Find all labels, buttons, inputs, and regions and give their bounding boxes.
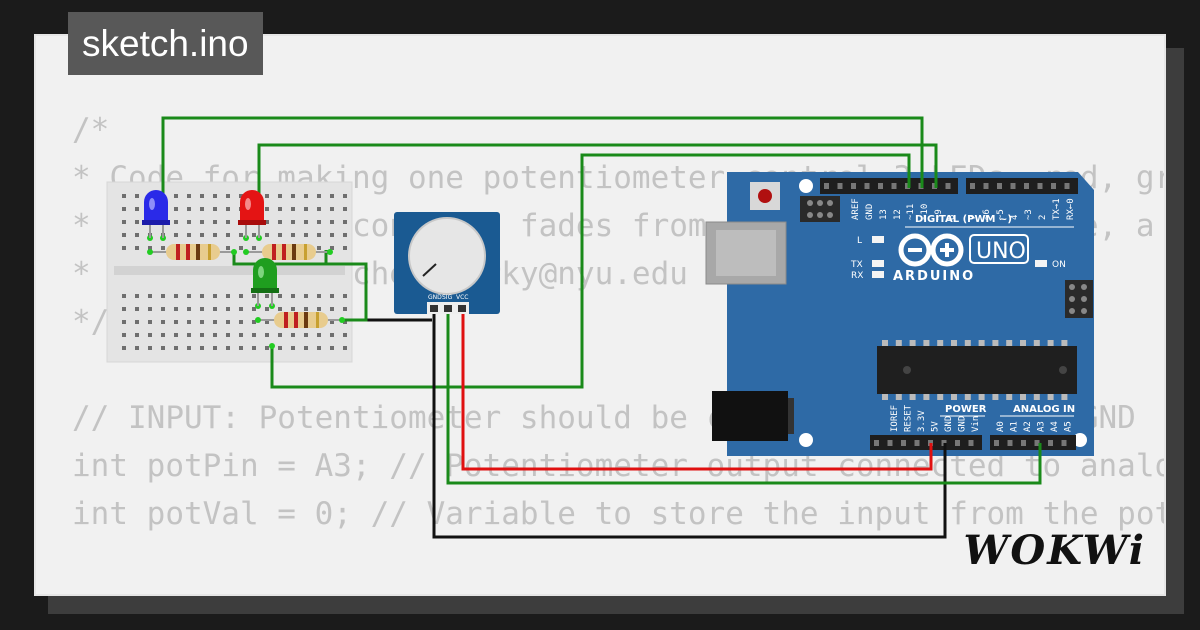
uno-badge <box>969 234 1029 264</box>
wire-bb-jumper-2 <box>326 262 368 322</box>
analog-header <box>990 435 1076 450</box>
led-tx <box>872 260 884 267</box>
led-rx-label: RX <box>851 271 863 281</box>
digital-pin-label: GND <box>865 204 875 220</box>
mount-hole <box>799 433 813 447</box>
analog-label: ANALOG IN <box>1013 404 1075 415</box>
wire-red-led-to-pin9 <box>257 143 938 210</box>
dc-power-jack <box>712 391 788 441</box>
breadboard[interactable] <box>106 181 353 363</box>
wire-bb-jumper-1 <box>232 250 328 266</box>
atmega-chip <box>877 346 1077 394</box>
digital-pin-label: 12 <box>893 209 903 220</box>
code-line: int potVal = 0; // Variable to store the… <box>72 496 1164 532</box>
brand-label: ARDUINO <box>893 269 975 284</box>
digital-pin-label: RX←0 <box>1066 198 1076 220</box>
mount-hole <box>1073 433 1087 447</box>
wire-green-led-to-pin10 <box>270 153 911 389</box>
led-tx-label: TX <box>850 260 863 270</box>
wokwi-logo: WOKWi <box>963 527 1146 574</box>
analog-pin-label: A5 <box>1064 421 1074 432</box>
led-on <box>1035 260 1047 267</box>
reset-button-cap[interactable] <box>758 189 772 203</box>
resistor-2[interactable] <box>246 244 330 260</box>
led-green[interactable] <box>251 258 279 306</box>
file-tab[interactable]: sketch.ino <box>68 12 263 75</box>
power-header <box>870 435 982 450</box>
digital-label: DIGITAL (PWM ~) <box>915 214 1012 225</box>
power-pin-label: RESET <box>904 404 914 432</box>
digital-pin-label: 4 <box>1010 215 1020 220</box>
digital-pin-label: TX→1 <box>1052 198 1062 220</box>
analog-pin-label: A0 <box>996 421 1006 432</box>
wire-pot-sig-to-a3 <box>446 302 1042 485</box>
code-line: // OUTPUT: Use digital pins 9-11, the Pu… <box>72 586 1164 594</box>
digital-pin-label: 2 <box>1038 215 1048 220</box>
wire-pot-gnd <box>432 302 947 539</box>
pot-pin-label: VCC <box>456 294 468 301</box>
power-label: POWER <box>945 404 987 415</box>
icsp-header <box>800 196 840 222</box>
potentiometer-knob[interactable] <box>408 217 486 295</box>
code-view: /** Code for making one potentiometer co… <box>72 106 1164 594</box>
digital-pin-label: ~6 <box>982 209 992 220</box>
analog-pin-label: A3 <box>1037 421 1047 432</box>
digital-pin-label: AREF <box>851 198 861 220</box>
icsp-header-right <box>1065 280 1093 318</box>
power-pin-label: Vin <box>971 416 981 432</box>
digital-pin-label: 8 <box>947 215 957 220</box>
resistor-1[interactable] <box>150 244 234 260</box>
code-line: */ <box>72 304 110 340</box>
code-line: /* <box>72 112 110 148</box>
led-l <box>872 236 884 243</box>
digital-pin-label: ~10 <box>920 204 930 220</box>
led-l-label: L <box>857 236 862 246</box>
pot-pin-label: GND <box>428 294 442 301</box>
analog-pin-label: A1 <box>1010 421 1020 432</box>
digital-pin-label: ~11 <box>906 204 916 220</box>
board-name: UNO <box>976 239 1026 264</box>
power-pin-label: 5V <box>931 421 941 432</box>
digital-pin-label: 13 <box>879 209 889 220</box>
digital-pin-label: 7 <box>968 215 978 220</box>
arduino-logo-icon <box>898 233 964 267</box>
resistor-3[interactable] <box>258 312 342 328</box>
led-red[interactable] <box>238 190 266 238</box>
digital-header-right <box>966 178 1078 194</box>
wire-blue-led-to-pin11 <box>161 116 924 210</box>
analog-pin-label: A2 <box>1023 421 1033 432</box>
power-pin-label: IOREF <box>890 405 900 432</box>
power-pin-label: 3.3V <box>917 410 927 432</box>
wires <box>161 116 1042 539</box>
pot-pin-label: SIG <box>442 294 453 301</box>
breadboard-connection-dots <box>147 235 345 349</box>
analog-pin-label: A4 <box>1050 421 1060 432</box>
mount-hole <box>799 179 813 193</box>
digital-pin-label: ~3 <box>1024 209 1034 220</box>
led-on-label: ON <box>1052 260 1066 270</box>
digital-pin-label: ~9 <box>934 209 944 220</box>
power-pin-label: GND <box>958 416 968 432</box>
digital-pin-label: ~5 <box>996 209 1006 220</box>
wire-pot-vcc-to-5v <box>461 302 933 471</box>
led-blue[interactable] <box>142 190 170 238</box>
power-pin-label: GND <box>944 416 954 432</box>
led-rx <box>872 271 884 278</box>
